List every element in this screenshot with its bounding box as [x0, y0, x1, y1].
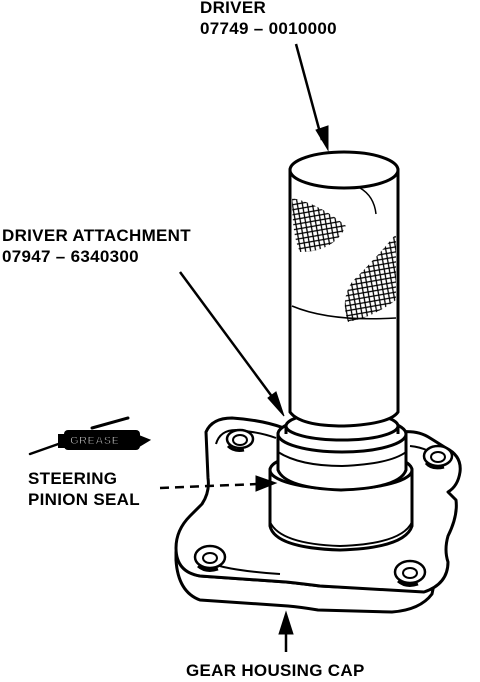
- bolt-hole-right: [422, 444, 454, 470]
- driver-part-number: 07749 – 0010000: [200, 19, 337, 38]
- gear-housing-cap-label: GEAR HOUSING CAP: [186, 660, 365, 681]
- seal-label-line1: STEERING: [28, 469, 118, 488]
- driver-attachment-name: DRIVER ATTACHMENT: [2, 226, 191, 245]
- seal-label-line2: PINION SEAL: [28, 490, 140, 509]
- steering-pinion-seal-label: STEERING PINION SEAL: [28, 468, 140, 510]
- grease-gun-icon: GREASE: [28, 416, 152, 456]
- gear-housing-cap-name: GEAR HOUSING CAP: [186, 661, 365, 680]
- driver-attachment-label: DRIVER ATTACHMENT 07947 – 6340300: [2, 225, 191, 267]
- bolt-hole-bottom-right: [393, 559, 427, 587]
- grease-label: GREASE: [70, 435, 119, 447]
- driver-cylinder: [288, 150, 400, 428]
- bolt-hole-bottom-left: [193, 544, 227, 572]
- driver-attachment-part-number: 07947 – 6340300: [2, 247, 139, 266]
- leader-lines: [159, 43, 329, 652]
- driver-attachment-body: [276, 410, 408, 492]
- bolt-hole-top-left: [225, 428, 255, 452]
- driver-name: DRIVER: [200, 0, 267, 17]
- driver-label: DRIVER 07749 – 0010000: [200, 0, 337, 39]
